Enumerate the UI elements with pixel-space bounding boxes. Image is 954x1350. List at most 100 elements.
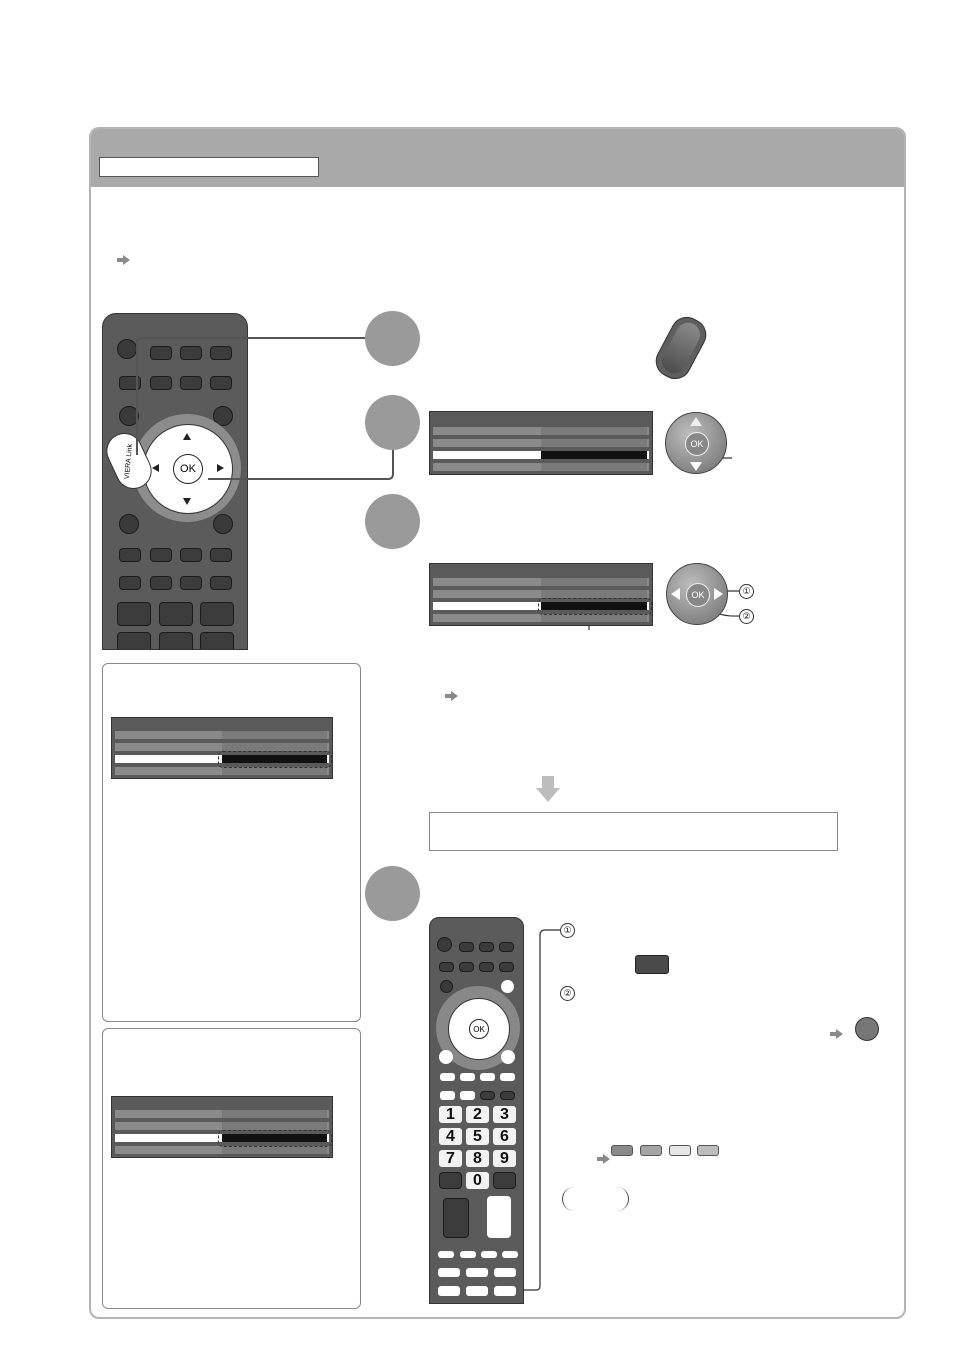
remote-button — [501, 980, 514, 993]
remote-button — [200, 602, 234, 626]
remote-button — [499, 962, 514, 972]
down-flow-arrow-icon — [542, 776, 554, 788]
cursor-pad-ok-icon: OK — [666, 563, 728, 625]
callout-number-1: ① — [560, 923, 575, 938]
callout-line-step4 — [511, 929, 560, 1291]
menu-row — [433, 590, 649, 598]
remote-button — [117, 602, 151, 626]
down-flow-arrowhead — [536, 788, 560, 802]
note-box-2 — [102, 1028, 361, 1309]
arrow-up-icon — [690, 417, 702, 426]
rewind-button — [438, 1268, 460, 1277]
color-button — [480, 1073, 495, 1081]
arrow-left-icon — [152, 464, 159, 472]
remote-control-small: OK 1 2 3 4 5 6 7 8 9 0 — [429, 917, 524, 1304]
menu-screen-step3 — [429, 563, 653, 626]
menu-row — [115, 1110, 329, 1118]
menu-row-selected — [115, 1134, 329, 1142]
step-1-circle — [365, 311, 420, 366]
arrow-right-icon — [714, 588, 723, 600]
step-2-circle — [365, 395, 420, 450]
remote-button — [440, 980, 453, 993]
playback-button — [438, 1251, 454, 1258]
menu-screen-step2 — [429, 411, 653, 475]
remote-button — [493, 1172, 516, 1189]
blue-button-icon — [697, 1145, 719, 1156]
record-button — [460, 1251, 476, 1258]
remote-button — [480, 1091, 495, 1100]
remote-button — [439, 962, 454, 972]
color-button — [440, 1073, 455, 1081]
cursor-pad-icon: OK — [448, 998, 510, 1060]
remote-button — [150, 548, 172, 562]
remote-button — [439, 1050, 453, 1064]
remote-button — [180, 346, 202, 360]
callout-number-2: ② — [560, 986, 575, 1001]
callout-line-step2 — [208, 448, 394, 480]
option-button — [494, 1286, 516, 1296]
result-box — [429, 812, 838, 851]
note-box-1 — [102, 663, 361, 1022]
selection-highlight — [218, 1130, 332, 1147]
remote-button — [440, 1091, 455, 1100]
remote-button — [460, 1091, 475, 1100]
reference-arrow-icon — [445, 691, 458, 701]
callout-line-step1 — [136, 337, 366, 455]
menu-row — [115, 743, 329, 751]
remote-button — [200, 632, 234, 649]
menu-row — [433, 578, 649, 586]
red-button-icon — [611, 1145, 633, 1156]
selection-highlight — [218, 751, 332, 768]
section-header-band — [91, 129, 904, 187]
number-key: 2 — [466, 1106, 489, 1123]
menu-row — [115, 1122, 329, 1130]
menu-row-selected — [433, 602, 649, 610]
menu-screen-note1 — [111, 717, 333, 779]
remote-button — [479, 942, 494, 952]
remote-button — [459, 962, 474, 972]
remote-button — [119, 406, 139, 426]
section-title — [99, 157, 319, 177]
step-4-circle — [365, 866, 420, 921]
playback-button — [481, 1251, 497, 1258]
menu-row-selected — [433, 451, 649, 459]
arrow-down-icon — [183, 498, 191, 505]
remote-button — [439, 1172, 462, 1189]
pause-button — [466, 1286, 488, 1296]
remote-button — [119, 576, 141, 590]
number-key: 0 — [466, 1172, 489, 1189]
remote-button — [500, 1091, 515, 1100]
remote-button — [213, 514, 233, 534]
reference-arrow-icon — [830, 1029, 843, 1039]
volume-button — [443, 1198, 469, 1238]
color-button — [460, 1073, 475, 1081]
remote-button — [210, 376, 232, 390]
number-key: 7 — [439, 1150, 462, 1167]
remote-button — [210, 548, 232, 562]
remote-button — [210, 346, 232, 360]
callout-number-1: ① — [739, 584, 754, 599]
channel-button — [487, 1196, 511, 1238]
remote-button — [150, 376, 172, 390]
remote-button — [479, 962, 494, 972]
remote-button — [210, 576, 232, 590]
selection-highlight — [538, 598, 652, 615]
arrow-up-icon — [183, 433, 191, 440]
reference-arrow-icon — [117, 255, 130, 265]
menu-row — [115, 767, 329, 775]
menu-row — [433, 614, 649, 622]
step-3-circle — [365, 494, 420, 549]
number-key: 1 — [439, 1106, 462, 1123]
reference-arrow-icon — [597, 1154, 610, 1164]
remote-button — [119, 376, 141, 390]
number-key: 8 — [466, 1150, 489, 1167]
remote-button — [117, 632, 151, 649]
play-button — [466, 1268, 488, 1277]
menu-row — [115, 1146, 329, 1154]
playback-button — [502, 1251, 518, 1258]
cursor-pad-ok-icon: OK — [665, 412, 727, 474]
ok-icon: OK — [686, 583, 710, 607]
power-button — [437, 937, 452, 952]
menu-row — [433, 439, 649, 447]
menu-screen-note2 — [111, 1096, 333, 1158]
